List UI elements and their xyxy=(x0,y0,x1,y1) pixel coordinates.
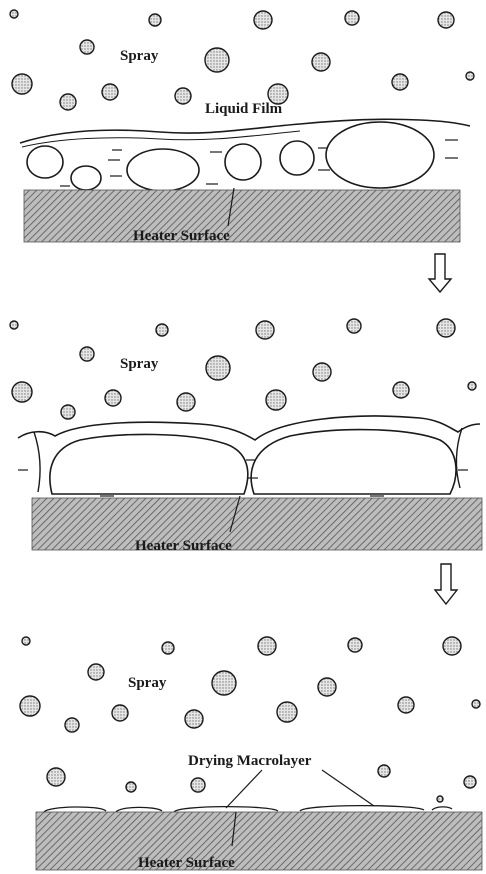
spray-droplet xyxy=(20,696,40,716)
spray-label: Spray xyxy=(120,356,159,372)
spray-droplet xyxy=(185,710,203,728)
spray-droplet xyxy=(254,11,272,29)
panel-stage-2: Spray Heater Surface xyxy=(10,319,482,554)
spray-droplets xyxy=(10,319,476,419)
spray-droplet xyxy=(80,347,94,361)
spray-droplet xyxy=(112,705,128,721)
spray-droplet xyxy=(443,637,461,655)
spray-droplet xyxy=(466,72,474,80)
spray-droplet xyxy=(437,796,443,802)
spray-droplet xyxy=(22,637,30,645)
spray-droplet xyxy=(312,53,330,71)
spray-droplet xyxy=(464,776,476,788)
spray-droplet xyxy=(348,638,362,652)
spray-droplet xyxy=(162,642,174,654)
macrolayer-patch xyxy=(300,806,424,811)
down-arrow xyxy=(435,564,457,604)
vapor-bubble xyxy=(27,146,63,178)
spray-droplet xyxy=(102,84,118,100)
spray-droplets xyxy=(20,637,480,802)
spray-droplet xyxy=(12,382,32,402)
spray-droplet xyxy=(12,74,32,94)
heater-surface-label: Heater Surface xyxy=(138,855,235,871)
spray-label: Spray xyxy=(120,48,159,64)
spray-droplet xyxy=(60,94,76,110)
vapor-bubble xyxy=(127,149,199,191)
spray-droplet xyxy=(472,700,480,708)
spray-droplet xyxy=(149,14,161,26)
pointer-line xyxy=(322,770,374,806)
heater-surface xyxy=(24,190,460,242)
macrolayer-patches xyxy=(44,806,452,812)
spray-droplet xyxy=(156,324,168,336)
liquid-film-label: Liquid Film xyxy=(205,101,283,117)
vapor-bubble xyxy=(326,122,434,188)
macrolayer-patch xyxy=(116,807,162,812)
pointer-line xyxy=(226,770,262,808)
spray-droplet xyxy=(88,664,104,680)
vapor-bubble xyxy=(50,434,248,494)
spray-droplet xyxy=(47,768,65,786)
spray-droplet xyxy=(206,356,230,380)
spray-droplet xyxy=(398,697,414,713)
drying-macrolayer-label: Drying Macrolayer xyxy=(188,753,312,769)
vapor-bubbles xyxy=(27,122,434,191)
spray-droplet xyxy=(266,390,286,410)
macrolayer-patch xyxy=(432,807,452,810)
vapor-bubble xyxy=(251,430,456,494)
liquid-film-right xyxy=(456,428,462,488)
heater-surface xyxy=(36,812,482,870)
spray-droplet xyxy=(468,382,476,390)
spray-droplet xyxy=(438,12,454,28)
vapor-bubble xyxy=(225,144,261,180)
spray-droplet xyxy=(177,393,195,411)
spray-droplet xyxy=(256,321,274,339)
spray-droplet xyxy=(378,765,390,777)
spray-droplet xyxy=(313,363,331,381)
spray-droplet xyxy=(65,718,79,732)
spray-droplet xyxy=(205,48,229,72)
spray-droplet xyxy=(393,382,409,398)
spray-droplet xyxy=(212,671,236,695)
spray-droplet xyxy=(392,74,408,90)
spray-droplet xyxy=(258,637,276,655)
spray-droplet xyxy=(105,390,121,406)
liquid-film-left xyxy=(34,432,40,492)
spray-droplet xyxy=(347,319,361,333)
spray-droplet xyxy=(318,678,336,696)
vapor-bubble xyxy=(280,141,314,175)
film-dashes xyxy=(60,140,458,186)
down-arrow xyxy=(429,254,451,292)
spray-droplets xyxy=(10,10,474,110)
spray-droplet xyxy=(126,782,136,792)
panel-stage-1: Spray Liquid Film xyxy=(10,10,474,244)
spray-droplet xyxy=(277,702,297,722)
spray-droplet xyxy=(345,11,359,25)
spray-droplet xyxy=(10,321,18,329)
heater-surface-label: Heater Surface xyxy=(135,538,232,554)
heater-surface-label: Heater Surface xyxy=(133,228,230,244)
spray-droplet xyxy=(175,88,191,104)
film-dashes xyxy=(18,460,468,496)
panel-stage-3: Spray Drying Macrolayer Heater Surface xyxy=(20,637,482,871)
spray-label: Spray xyxy=(128,675,167,691)
vapor-bubble xyxy=(71,166,101,190)
spray-droplet xyxy=(191,778,205,792)
spray-droplet xyxy=(437,319,455,337)
spray-droplet xyxy=(80,40,94,54)
spray-droplet xyxy=(10,10,18,18)
liquid-film-outline xyxy=(18,416,480,440)
spray-droplet xyxy=(61,405,75,419)
macrolayer-patch xyxy=(44,807,106,812)
liquid-film-outline xyxy=(20,119,470,143)
heater-surface xyxy=(32,498,482,550)
